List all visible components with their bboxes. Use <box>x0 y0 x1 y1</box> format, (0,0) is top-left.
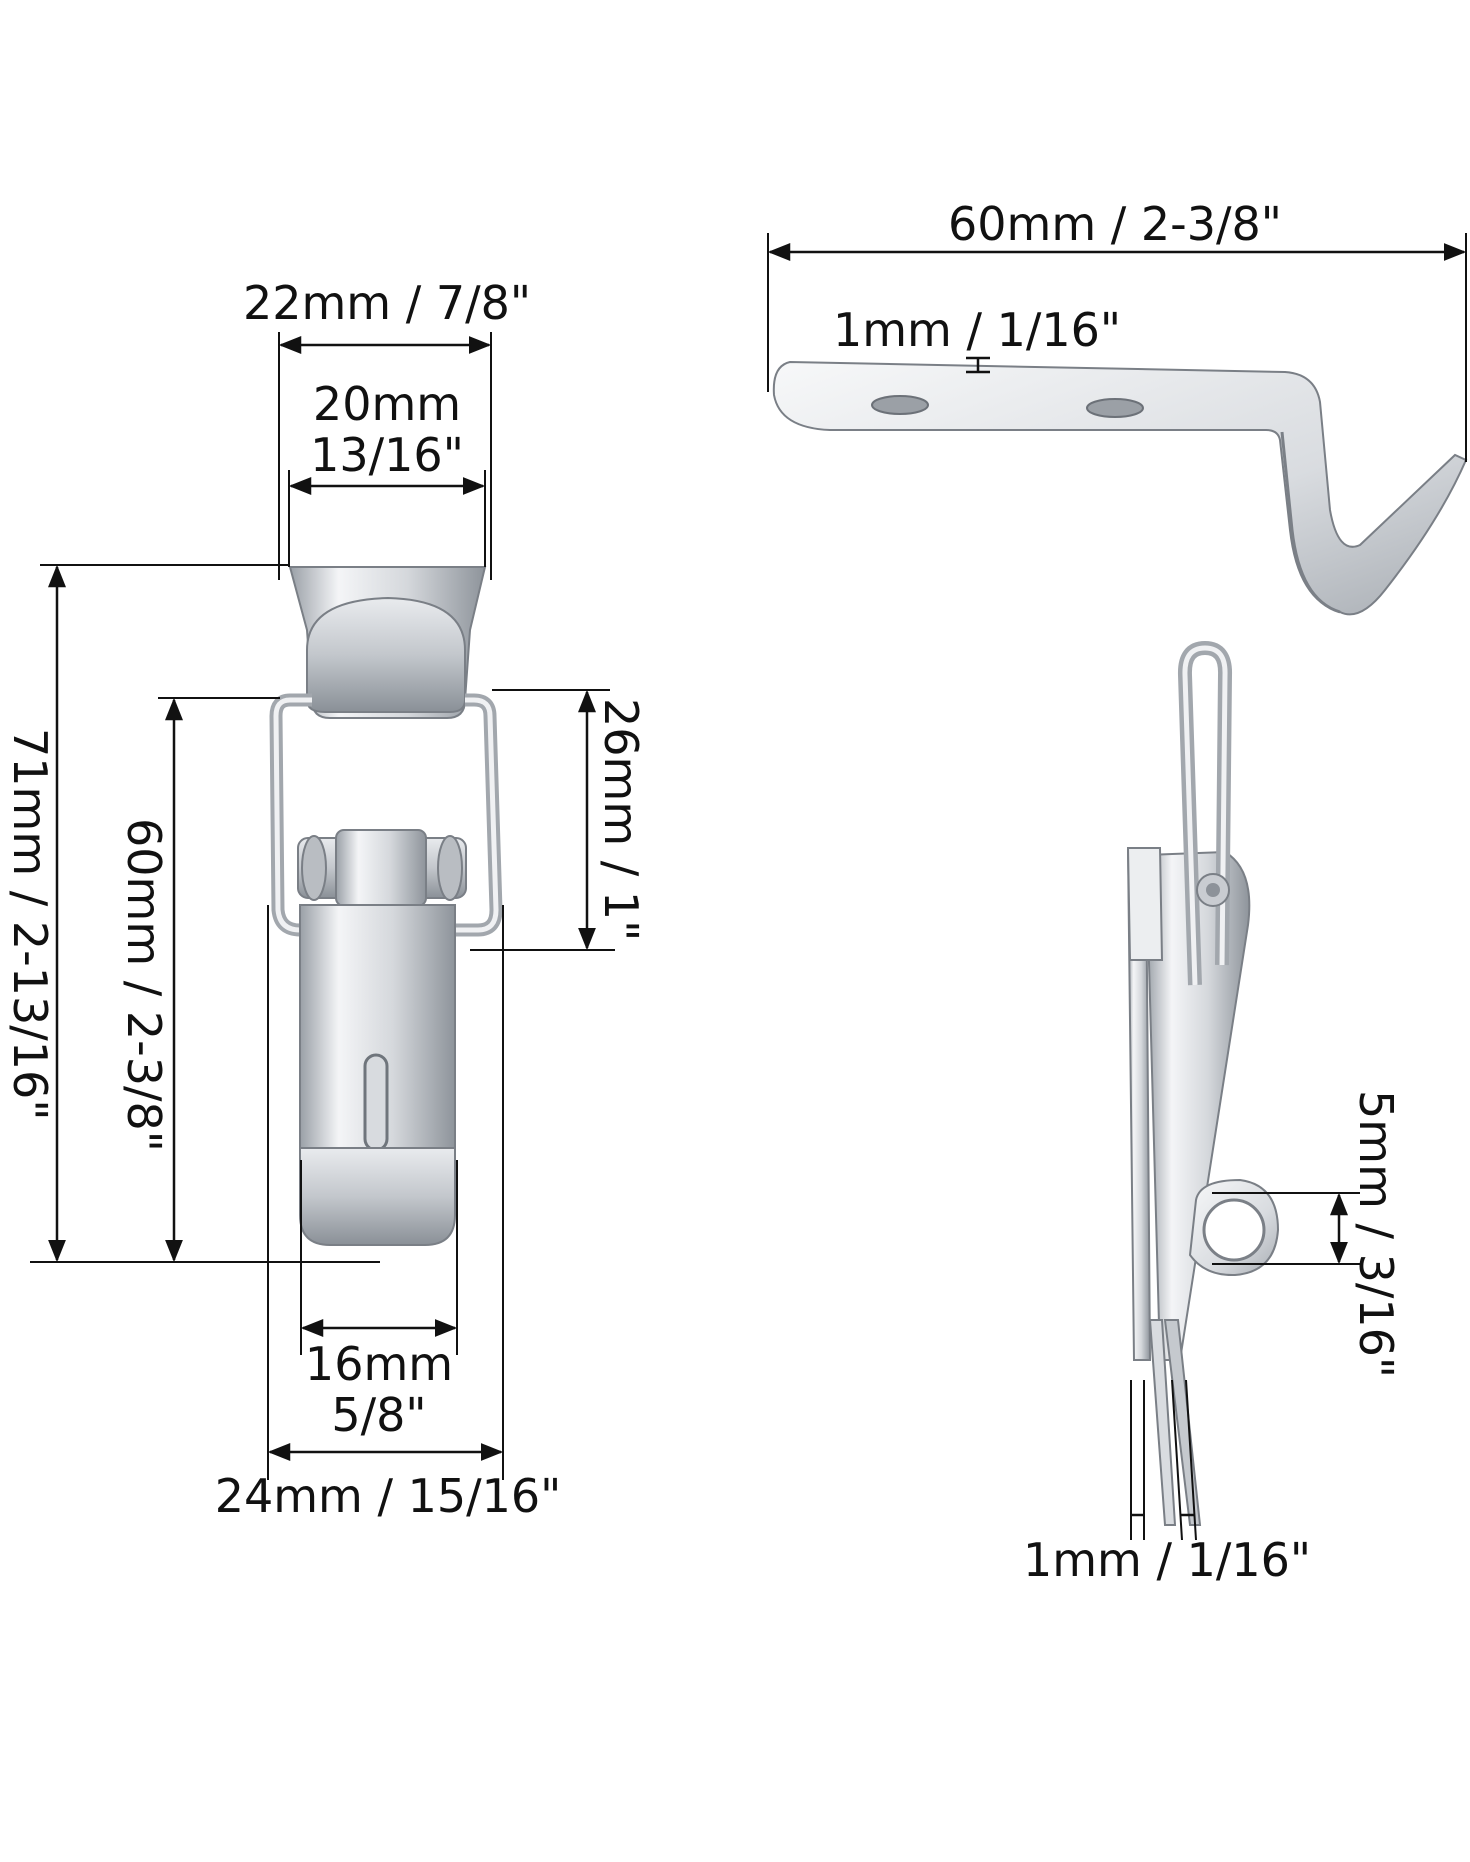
latch-lever-slot <box>363 1053 389 1152</box>
label-60mm-catch: 60mm / 2-3/8" <box>948 197 1282 251</box>
label-71mm: 71mm / 2-13/16" <box>3 728 57 1120</box>
side-ring-hole <box>1202 1198 1266 1262</box>
label-16mm: 16mm <box>305 1337 453 1391</box>
label-22mm: 22mm / 7/8" <box>243 276 531 330</box>
front-view-dimensions: 22mm / 7/8" 20mm 13/16" 26mm / 1" 71mm /… <box>3 276 648 1523</box>
label-5-8: 5/8" <box>331 1388 426 1442</box>
label-5mm: 5mm / 3/16" <box>1349 1090 1403 1378</box>
catch-dimensions: 60mm / 2-3/8" 1mm / 1/16" <box>767 197 1467 462</box>
catch-hole-right <box>1086 398 1144 418</box>
label-1mm-catch: 1mm / 1/16" <box>833 303 1121 357</box>
label-26mm: 26mm / 1" <box>594 698 648 941</box>
latch-thumb-tab <box>299 1147 456 1246</box>
label-20mm: 20mm <box>313 377 461 431</box>
latch-side-view <box>1126 640 1280 1526</box>
catch-plate <box>772 360 1468 616</box>
latch-front-view <box>269 566 503 1246</box>
catch-hole-left <box>871 395 929 415</box>
label-60mm-front: 60mm / 2-3/8" <box>117 818 171 1152</box>
label-13-16: 13/16" <box>310 428 464 482</box>
catch-plate-view <box>772 360 1468 616</box>
label-24mm: 24mm / 15/16" <box>215 1469 562 1523</box>
side-view-dimensions: 5mm / 3/16" 1mm / 1/16" <box>1023 1090 1403 1587</box>
latch-top-plate-disc <box>306 596 466 713</box>
label-1mm-side: 1mm / 1/16" <box>1023 1533 1311 1587</box>
